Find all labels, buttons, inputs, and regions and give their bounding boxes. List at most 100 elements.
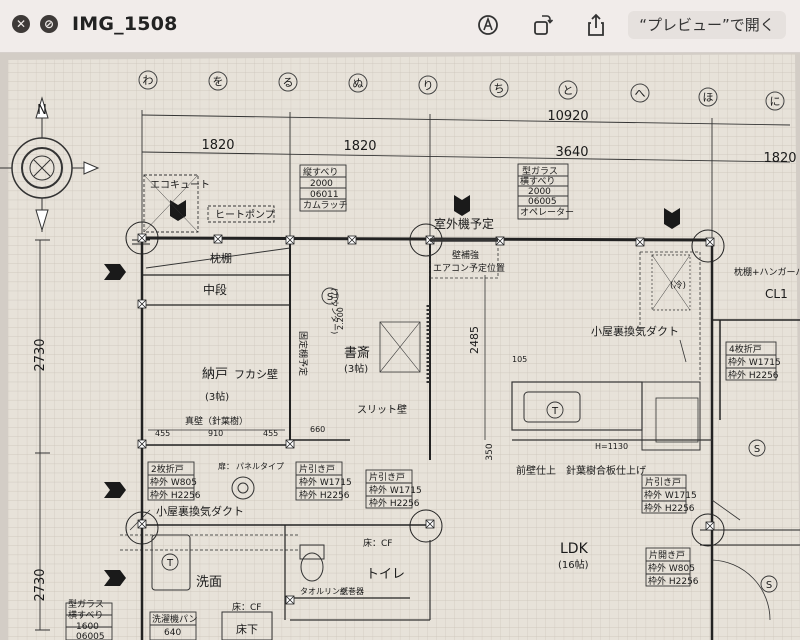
grid-marker: と	[563, 84, 574, 97]
w3-l0: 片引き戸	[299, 463, 335, 475]
w8-l1: 枠外 W805	[648, 562, 695, 574]
w7-l0: 2枚折戸	[151, 463, 184, 475]
north-compass	[0, 96, 100, 232]
w10-l1: 640	[164, 628, 181, 638]
w5-l2: 枠外 H2256	[644, 502, 695, 514]
room-shosai-size: (3帖)	[344, 362, 368, 375]
w7-l1: 枠外 W805	[150, 476, 197, 488]
label-heatpump: ヒートポンプ	[215, 209, 275, 221]
room-shosai: 書斎	[344, 345, 370, 361]
room-nando: 納戸	[202, 367, 228, 382]
label-edana: 枕棚	[210, 251, 232, 265]
grid-marker: る	[283, 76, 294, 89]
w8-l2: 枠外 H2256	[648, 575, 699, 587]
label-towelring: タオルリング	[300, 586, 348, 596]
dim-2730-bottom: 2730	[33, 568, 48, 601]
symbol-s-2: S	[754, 444, 760, 455]
markup-icon[interactable]	[476, 12, 500, 38]
label-tobira: 扉：	[218, 461, 234, 471]
dim-1820b: 1820	[343, 139, 376, 154]
label-aircon: エアコン予定位置	[433, 262, 505, 274]
floor-plan: わ を る ぬ り ち と へ ほ に 10920 1820 1820 3640…	[0, 54, 800, 640]
room-nando-size: (3帖)	[205, 390, 229, 403]
w9-l2: 1600	[76, 622, 99, 632]
grid-marker: を	[213, 75, 224, 88]
dim-660: 660	[310, 425, 325, 434]
label-floor-cf1: 床：CF	[363, 537, 392, 549]
room-ldk-size: (16帖)	[558, 558, 589, 571]
label-slit: スリット壁	[357, 403, 407, 416]
label-kotei: 固定棚予定	[297, 331, 309, 376]
w9-l1: 横すべり	[68, 609, 103, 621]
w6-l1: 枠外 W1715	[728, 356, 781, 368]
north-label: N	[37, 103, 47, 118]
w1-l1: 2000	[310, 179, 333, 189]
w4-l0: 片引き戸	[369, 471, 405, 483]
label-ecocute: エコキュート	[150, 180, 210, 191]
label-fukashikabe: フカシ壁	[234, 367, 278, 381]
title-bar: ✕ ⊘ IMG_1508 “プレビュー”で開く	[0, 0, 800, 53]
w5-l1: 枠外 W1715	[644, 489, 697, 501]
label-panel: パネルタイプ	[236, 462, 284, 471]
room-senmen: 洗面	[196, 575, 222, 590]
w1-l0: 縦すべり	[303, 166, 338, 178]
grid-marker: ち	[494, 82, 505, 95]
w5-l0: 片引き戸	[645, 476, 681, 488]
w3-l2: 枠外 H2256	[299, 489, 350, 501]
w6-l2: 枠外 H2256	[728, 369, 779, 381]
column-mark	[137, 233, 147, 243]
label-shinkabe: 真壁（針葉樹）	[185, 415, 248, 427]
label-shitsugaiki: 室外機予定	[434, 216, 494, 231]
dim-3640: 3640	[555, 145, 588, 160]
close-icon[interactable]: ✕	[12, 15, 30, 33]
symbol-s-3: S	[766, 580, 772, 591]
w10-l0: 洗濯機パン	[152, 613, 197, 625]
grid-marker: へ	[635, 87, 646, 100]
minimize-icon[interactable]: ⊘	[40, 15, 58, 33]
dim-h1130: H=1130	[595, 442, 628, 451]
symbol-t-1: T	[551, 406, 559, 417]
dim-1820a: 1820	[201, 138, 234, 153]
dim-total: 10920	[547, 109, 588, 124]
label-counter: (カウンター)	[330, 288, 339, 334]
dim-105: 105	[512, 355, 527, 364]
room-toilet: トイレ	[366, 567, 405, 582]
w7-l2: 枠外 H2256	[150, 489, 201, 501]
w8-l0: 片開き戸	[649, 549, 685, 561]
label-kabehokyo: 壁補強	[452, 249, 479, 261]
window-title: IMG_1508	[72, 13, 178, 35]
w3-l1: 枠外 W1715	[299, 476, 352, 488]
room-cl1: CL1	[765, 287, 788, 301]
symbol-s-1: S	[327, 292, 333, 303]
dim-455b: 455	[263, 429, 278, 438]
w2-l1: 横すべり	[520, 175, 555, 187]
dim-2485: 2485	[468, 326, 481, 354]
w1-l2: 06011	[310, 190, 339, 200]
w2-l2: 2000	[528, 187, 551, 197]
w9-l3: 06005	[76, 632, 105, 640]
symbol-t-2: T	[166, 558, 174, 569]
label-chudan: 中段	[203, 282, 227, 297]
dim-455a: 455	[155, 429, 170, 438]
label-kamimaki: 紙巻器	[340, 586, 364, 596]
share-icon[interactable]	[584, 12, 608, 38]
room-ldk: LDK	[560, 541, 589, 557]
open-in-preview-button[interactable]: “プレビュー”で開く	[628, 11, 786, 39]
w2-l4: オペレーター	[520, 207, 574, 218]
dim-910: 910	[208, 429, 223, 438]
label-maekabe: 前壁仕上 針葉樹合板仕上げ	[516, 464, 646, 477]
grid-marker: わ	[143, 74, 154, 87]
w9-l0: 型ガラス	[68, 599, 104, 610]
image-viewer: わ を る ぬ り ち と へ ほ に 10920 1820 1820 3640…	[0, 53, 800, 640]
label-floor-cf2: 床：CF	[232, 601, 261, 613]
room-yukashita: 床下	[236, 622, 258, 636]
label-rei: (冷)	[670, 279, 686, 291]
label-koyaura-1: 小屋裏換気ダクト	[591, 324, 679, 338]
w2-l0: 型ガラス	[522, 166, 558, 177]
rotate-icon[interactable]	[530, 12, 554, 38]
grid-marker: ぬ	[353, 77, 364, 90]
grid-marker: り	[423, 79, 434, 92]
dim-1820c: 1820	[763, 151, 796, 166]
w1-l3: カムラッチ	[303, 200, 348, 211]
w4-l1: 枠外 W1715	[369, 484, 422, 496]
